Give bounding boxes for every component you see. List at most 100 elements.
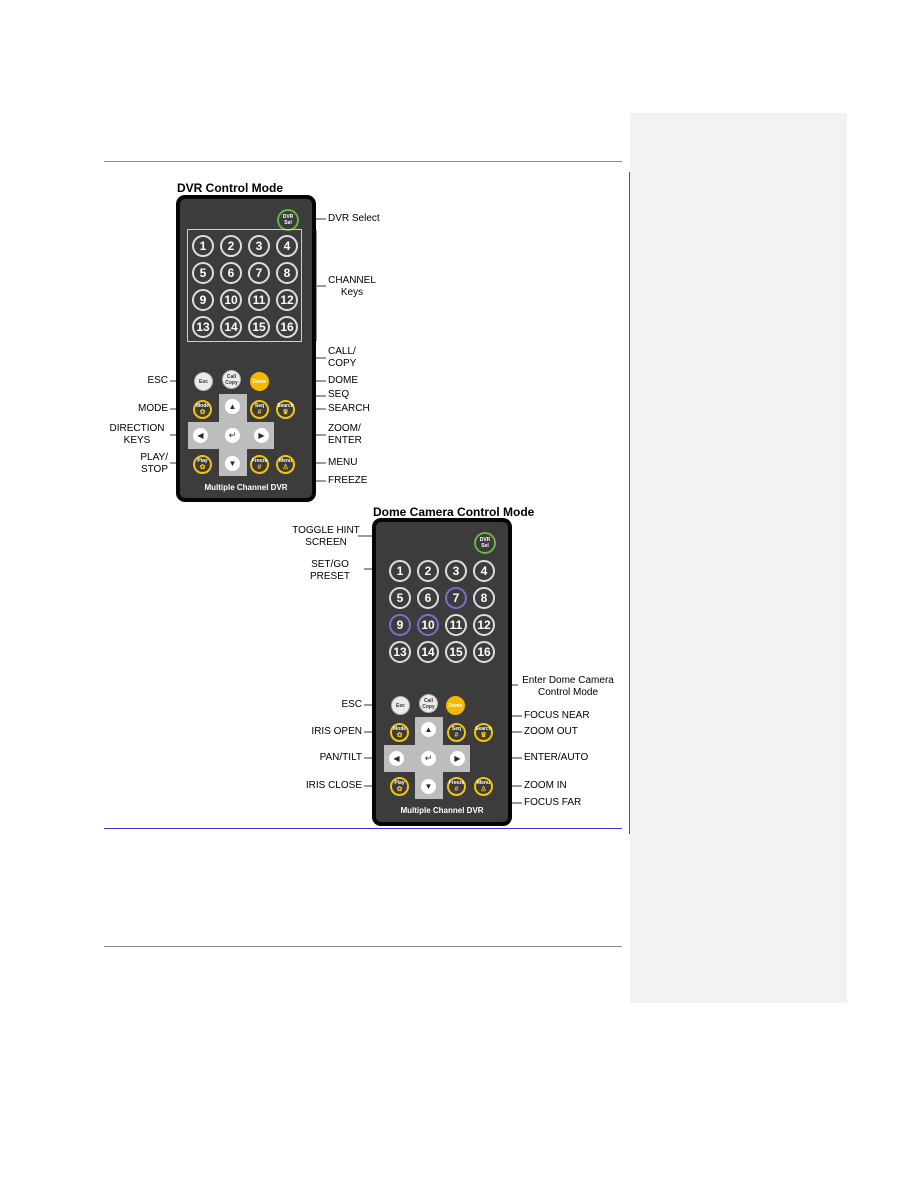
channel-key-11[interactable]: 11 (445, 614, 467, 636)
channel-key-10[interactable]: 10 (417, 614, 439, 636)
channel-key-9[interactable]: 9 (389, 614, 411, 636)
channel-key-5[interactable]: 5 (389, 587, 411, 609)
esc-button[interactable]: Esc (391, 696, 410, 715)
freeze-button[interactable]: Freeze# (250, 455, 269, 474)
gear-icon: ✿ (396, 732, 403, 739)
channel-key-5[interactable]: 5 (192, 262, 214, 284)
enter-zoom-icon[interactable]: ↵ (225, 428, 240, 443)
label-focus-far: FOCUS FAR (524, 797, 582, 808)
remote-brand: Multiple Channel DVR (204, 483, 288, 492)
label-enter-auto: ENTER/AUTO (524, 752, 589, 763)
channel-key-2[interactable]: 2 (220, 235, 242, 257)
gear-icon: ✿ (199, 409, 206, 416)
crown-icon: ♛ (282, 409, 289, 416)
channel-key-1[interactable]: 1 (389, 560, 411, 582)
down-arrow-icon[interactable]: ▼ (421, 779, 436, 794)
play-button[interactable]: Play✿ (390, 777, 409, 796)
left-arrow-icon[interactable]: ◀ (193, 428, 208, 443)
dome-button[interactable]: Dome (446, 696, 465, 715)
gear-icon: ✿ (199, 464, 206, 471)
channel-key-9[interactable]: 9 (192, 289, 214, 311)
right-arrow-icon[interactable]: ▶ (450, 751, 465, 766)
dome-mode-title: Dome Camera Control Mode (373, 505, 535, 519)
label-esc: ESC (147, 375, 168, 386)
right-arrow-icon[interactable]: ▶ (254, 428, 269, 443)
label-freeze: FREEZE (328, 475, 368, 486)
channel-key-14[interactable]: 14 (220, 316, 242, 338)
channel-key-6[interactable]: 6 (220, 262, 242, 284)
label-iris-open: IRIS OPEN (311, 726, 362, 737)
label-iris-close: IRIS CLOSE (305, 780, 362, 791)
section-rule (104, 828, 622, 829)
channel-key-10[interactable]: 10 (220, 289, 242, 311)
hash-icon: # (454, 786, 459, 793)
change-bar (629, 172, 630, 834)
channel-key-4[interactable]: 4 (276, 235, 298, 257)
mode-button[interactable]: Mode✿ (390, 723, 409, 742)
label-zoom-enter: ZOOM/ENTER (328, 423, 362, 446)
mode-button[interactable]: Mode✿ (193, 400, 212, 419)
header-rule (104, 161, 622, 162)
channel-key-13[interactable]: 13 (192, 316, 214, 338)
down-arrow-icon[interactable]: ▼ (225, 456, 240, 471)
channel-key-4[interactable]: 4 (473, 560, 495, 582)
footer-rule (104, 946, 622, 947)
seq-button[interactable]: Seq# (447, 723, 466, 742)
dome-button[interactable]: Dome (250, 372, 269, 391)
channel-key-3[interactable]: 3 (445, 560, 467, 582)
gear-icon: ✿ (396, 786, 403, 793)
label-seq: SEQ (328, 389, 350, 400)
left-arrow-icon[interactable]: ◀ (389, 751, 404, 766)
play-button[interactable]: Play✿ (193, 455, 212, 474)
dvr-mode-title: DVR Control Mode (177, 181, 283, 195)
channel-key-6[interactable]: 6 (417, 587, 439, 609)
channel-key-15[interactable]: 15 (445, 641, 467, 663)
up-arrow-icon[interactable]: ▲ (421, 722, 436, 737)
channel-key-8[interactable]: 8 (276, 262, 298, 284)
search-button[interactable]: Search♛ (474, 723, 493, 742)
channel-key-13[interactable]: 13 (389, 641, 411, 663)
hash-icon: # (257, 409, 262, 416)
seq-button[interactable]: Seq# (250, 400, 269, 419)
search-button[interactable]: Search♛ (276, 400, 295, 419)
channel-key-frame (187, 229, 302, 342)
remote-brand: Multiple Channel DVR (400, 806, 484, 815)
esc-button[interactable]: Esc (194, 372, 213, 391)
channel-key-14[interactable]: 14 (417, 641, 439, 663)
channel-key-2[interactable]: 2 (417, 560, 439, 582)
channel-key-7[interactable]: 7 (445, 587, 467, 609)
up-arrow-icon[interactable]: ▲ (225, 399, 240, 414)
menu-button[interactable]: Menu♙ (474, 777, 493, 796)
label-play-stop: PLAY/STOP (140, 452, 168, 475)
channel-key-12[interactable]: 12 (473, 614, 495, 636)
label-dvr-select: DVR Select (328, 213, 380, 224)
channel-key-16[interactable]: 16 (276, 316, 298, 338)
menu-button[interactable]: Menu♙ (276, 455, 295, 474)
channel-key-15[interactable]: 15 (248, 316, 270, 338)
comment-sidebar (630, 113, 847, 1003)
channel-key-16[interactable]: 16 (473, 641, 495, 663)
person-icon: ♙ (480, 786, 487, 793)
enter-zoom-icon[interactable]: ↵ (421, 751, 436, 766)
channel-key-11[interactable]: 11 (248, 289, 270, 311)
channel-key-12[interactable]: 12 (276, 289, 298, 311)
channel-key-7[interactable]: 7 (248, 262, 270, 284)
channel-key-8[interactable]: 8 (473, 587, 495, 609)
label-dome: DOME (328, 375, 358, 386)
label-pan-tilt: PAN/TILT (319, 752, 362, 763)
freeze-button[interactable]: Freeze# (447, 777, 466, 796)
hash-icon: # (454, 732, 459, 739)
label-focus-near: FOCUS NEAR (524, 710, 590, 721)
label-mode: MODE (138, 403, 168, 414)
label-zoom-in: ZOOM IN (524, 780, 567, 791)
channel-key-1[interactable]: 1 (192, 235, 214, 257)
channel-key-3[interactable]: 3 (248, 235, 270, 257)
